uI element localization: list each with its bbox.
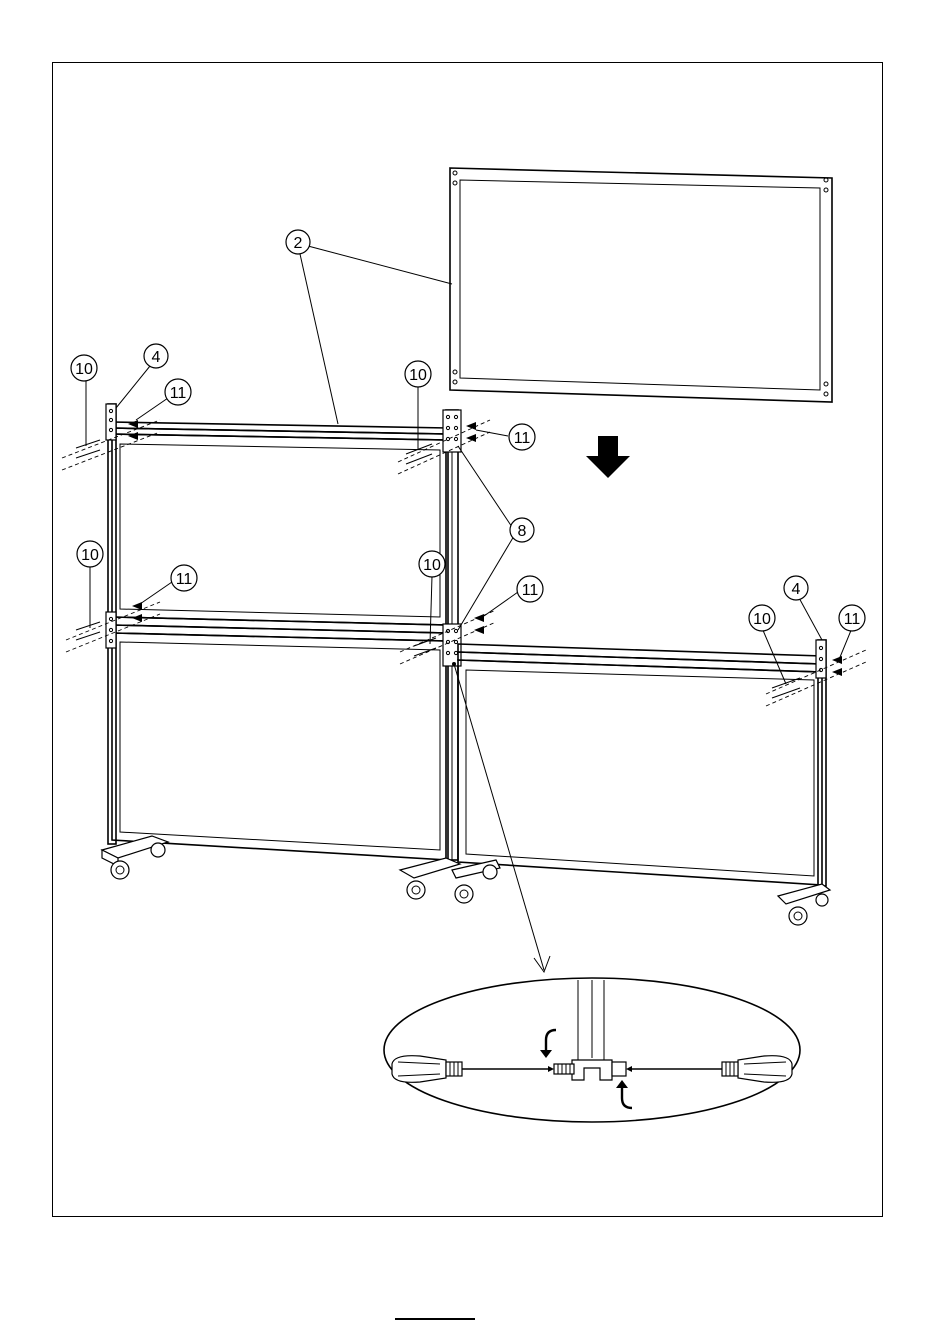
callout-10-right: 10 xyxy=(749,605,775,631)
callout-11-right-label: 11 xyxy=(844,611,861,628)
callout-10-mid-left-label: 10 xyxy=(81,547,99,564)
callout-10-right-label: 10 xyxy=(753,611,771,628)
left-frame xyxy=(106,404,448,860)
callout-11-mid-left-label: 11 xyxy=(176,571,193,588)
right-frame xyxy=(458,640,826,886)
callout-10-mid-center-label: 10 xyxy=(423,557,441,574)
callout-8-label: 8 xyxy=(518,523,527,540)
callout-2-label: 2 xyxy=(294,235,303,252)
new-panel xyxy=(450,168,832,402)
callout-11-mid-left: 11 xyxy=(171,565,197,591)
detail-view xyxy=(384,978,800,1122)
callout-11-top-left: 11 xyxy=(165,379,191,405)
callout-2: 2 xyxy=(286,230,310,254)
callout-8: 8 xyxy=(510,518,534,542)
callout-10-top-center: 10 xyxy=(405,361,431,387)
callout-10-top-left-label: 10 xyxy=(75,361,93,378)
callout-11-right: 11 xyxy=(839,605,865,631)
down-arrow-icon xyxy=(586,436,630,478)
callout-10-mid-center: 10 xyxy=(419,551,445,577)
callout-11-mid-center-label: 11 xyxy=(522,582,539,599)
callout-10-top-left: 10 xyxy=(71,355,97,381)
callout-11-mid-center: 11 xyxy=(517,576,543,602)
callout-4-left: 4 xyxy=(144,344,168,368)
fastener-lines xyxy=(62,420,866,706)
callout-4-right: 4 xyxy=(784,576,808,600)
callout-11-top-center: 11 xyxy=(509,424,535,450)
callout-11-top-left-label: 11 xyxy=(170,385,187,402)
callout-4-left-label: 4 xyxy=(152,349,161,366)
callout-10-top-center-label: 10 xyxy=(409,367,427,384)
callout-11-top-center-label: 11 xyxy=(514,430,531,447)
footer-rule xyxy=(395,1318,475,1320)
callout-10-mid-left: 10 xyxy=(77,541,103,567)
callout-4-right-label: 4 xyxy=(792,581,801,598)
